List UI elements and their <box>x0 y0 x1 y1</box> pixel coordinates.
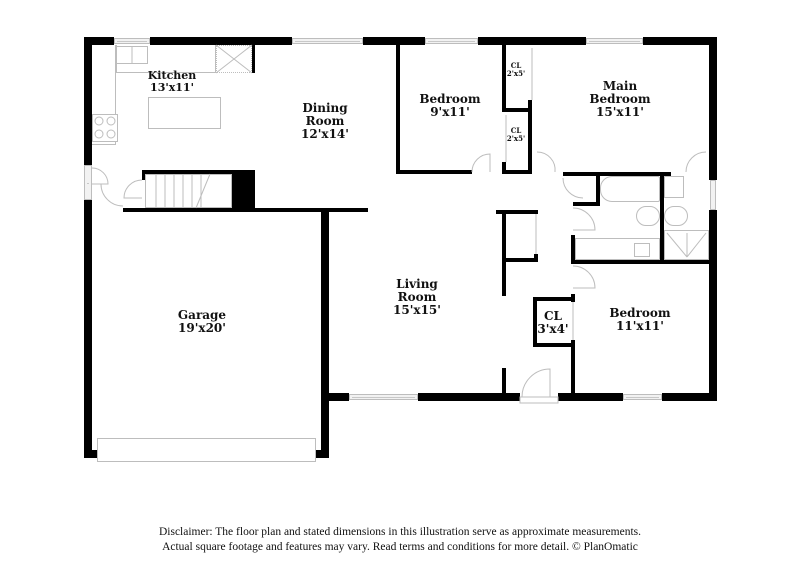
room-dining-name-2: Room <box>305 114 345 129</box>
room-dining-name-1: Dining <box>302 101 348 115</box>
room-main-bedroom: Main Bedroom 15'x11' <box>589 79 651 120</box>
room-bedroom2-dims: 9'x11' <box>430 105 470 120</box>
room-living: Living Room 15'x15' <box>393 277 441 318</box>
window-living <box>349 394 418 400</box>
room-closet1-dims: 2'x5' <box>506 69 526 79</box>
stair-chase-block <box>232 170 255 212</box>
wall-hall-closet-rstub <box>534 254 538 262</box>
room-closet3: CL 3'x4' <box>537 309 569 337</box>
disclaimer-line-2: Actual square footage and features may v… <box>162 541 638 553</box>
wall-left-lower <box>84 200 92 458</box>
wall-hall-closet-bottom <box>502 258 538 262</box>
wall-stair-left <box>142 170 145 180</box>
disclaimer-line-1: Disclaimer: The floor plan and stated di… <box>158 526 642 538</box>
wall-bedroom2-bottom <box>396 170 472 174</box>
room-bedroom3-dims: 11'x11' <box>616 319 664 334</box>
room-closet2-name: CL <box>510 126 522 135</box>
wall-top-left <box>84 37 114 45</box>
wall-closet-right <box>528 100 532 174</box>
room-bedroom3: Bedroom 11'x11' <box>609 306 671 334</box>
wall-bath-left-upper <box>596 172 600 206</box>
toilet-2 <box>664 206 688 226</box>
room-living-name-1: Living <box>396 277 438 291</box>
room-garage: Garage 19'x20' <box>177 308 227 336</box>
wall-bedroom2-left <box>396 37 400 174</box>
wall-garage-bottom-left <box>84 450 98 458</box>
wall-left-upper <box>84 37 92 165</box>
window-bedroom2 <box>425 38 478 44</box>
wall-garage-right <box>321 210 329 458</box>
wall-hall-closet-left <box>502 210 506 296</box>
room-kitchen-name: Kitchen <box>147 69 197 82</box>
wall-bath-bottom <box>571 260 717 264</box>
kitchen-island <box>148 97 221 129</box>
bath-sink <box>634 243 650 257</box>
wall-living-bottom-b <box>418 393 520 401</box>
bathtub <box>600 176 660 202</box>
room-kitchen-dims: 13'x11' <box>150 81 194 95</box>
room-kitchen: Kitchen 13'x11' <box>147 69 197 95</box>
garage-door <box>97 438 316 462</box>
room-main-bedroom-dims: 15'x11' <box>596 105 644 120</box>
wall-hall-lower <box>502 368 506 398</box>
room-closet1-name: CL <box>510 61 522 70</box>
wall-bed3-left-lower <box>571 340 575 398</box>
disclaimer: Disclaimer: The floor plan and stated di… <box>0 525 800 555</box>
wall-bath-divider <box>660 172 664 264</box>
room-living-name-2: Room <box>397 290 437 305</box>
wall-closet-stub <box>502 162 506 174</box>
wall-top-bed <box>478 37 586 45</box>
room-dining: Dining Room 12'x14' <box>301 101 349 142</box>
wall-top-kitchen <box>150 37 292 45</box>
wall-right-lower <box>709 210 717 401</box>
room-closet2: CL 2'x5' <box>506 126 526 144</box>
side-door-frame <box>84 165 92 200</box>
wall-bath-left-lower <box>571 235 575 264</box>
wall-main-bed-bottom <box>563 172 671 176</box>
room-closet3-name: CL <box>543 309 562 323</box>
window-bath <box>710 180 716 210</box>
room-bedroom3-name: Bedroom <box>609 306 671 320</box>
window-main-bedroom <box>586 38 643 44</box>
room-bedroom2: Bedroom 9'x11' <box>419 92 481 120</box>
room-living-dims: 15'x15' <box>393 303 441 318</box>
room-closet1: CL 2'x5' <box>506 61 526 79</box>
wall-hall-closet-top <box>496 210 538 214</box>
window-bedroom3 <box>623 394 662 400</box>
room-closet2-dims: 2'x5' <box>506 134 526 144</box>
room-closet3-dims: 3'x4' <box>537 322 569 337</box>
room-dining-dims: 12'x14' <box>301 127 349 142</box>
wall-right-upper <box>709 37 717 180</box>
window-dining <box>292 38 363 44</box>
wall-closet-bottom <box>502 170 532 174</box>
wall-stair-top <box>142 170 255 174</box>
wall-living-bottom-c <box>558 393 623 401</box>
wall-living-bottom-a <box>321 393 349 401</box>
toilet <box>636 206 660 226</box>
stairs <box>145 174 232 208</box>
wall-bed3-left-upper <box>571 294 575 302</box>
wall-cl3-left <box>533 297 537 347</box>
wall-top-right <box>643 37 717 45</box>
wall-top-mid <box>363 37 425 45</box>
room-garage-name: Garage <box>177 308 227 322</box>
room-garage-dims: 19'x20' <box>178 321 226 336</box>
wall-bath-entry <box>573 202 600 206</box>
room-main-bedroom-name-2: Bedroom <box>589 92 651 107</box>
room-main-bedroom-name-1: Main <box>602 79 638 93</box>
window-kitchen <box>114 38 150 44</box>
wall-living-bottom-d <box>662 393 717 401</box>
wall-cl3-top <box>533 297 573 301</box>
room-bedroom2-name: Bedroom <box>419 92 481 106</box>
wall-closet-mid <box>502 108 532 112</box>
wall-pantry <box>252 37 255 73</box>
wall-closet-left <box>502 37 506 112</box>
main-bath-sink <box>664 176 684 198</box>
wall-cl3-bottom <box>533 343 573 347</box>
